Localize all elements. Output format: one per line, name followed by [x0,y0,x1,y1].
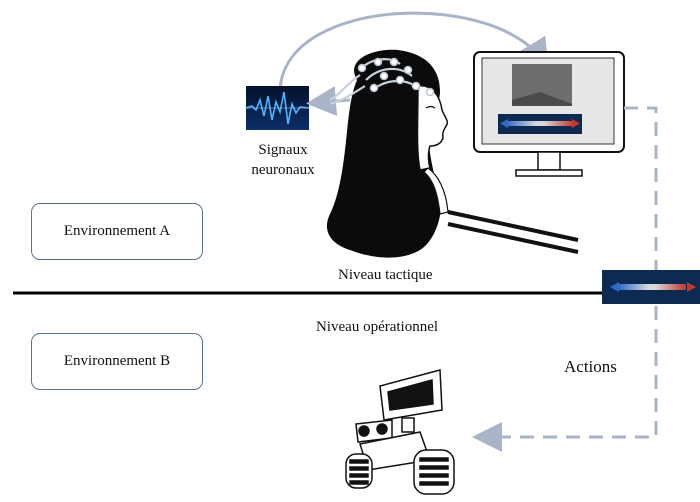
brain-signal-icon [245,86,310,130]
wires-to-signal-arrow [306,86,351,117]
head-to-monitor-arrow [278,11,549,91]
operational-level-label: Niveau opérationnel [316,319,439,335]
human-head-eeg-icon [326,49,449,258]
actions-label: Actions [564,357,617,376]
robot-icon [345,369,455,495]
signals-label: Signaux neuronaux [251,142,315,178]
desk-lines [447,210,579,254]
environment-a-label: Environnement A [63,223,171,239]
environment-b-box: Environnement B [31,333,203,390]
environment-a-box: Environnement A [31,203,203,260]
direction-arrow-icon [602,270,700,304]
monitor-icon [473,51,625,177]
tactical-level-label: Niveau tactique [338,267,433,283]
environment-b-label: Environnement B [63,353,171,369]
